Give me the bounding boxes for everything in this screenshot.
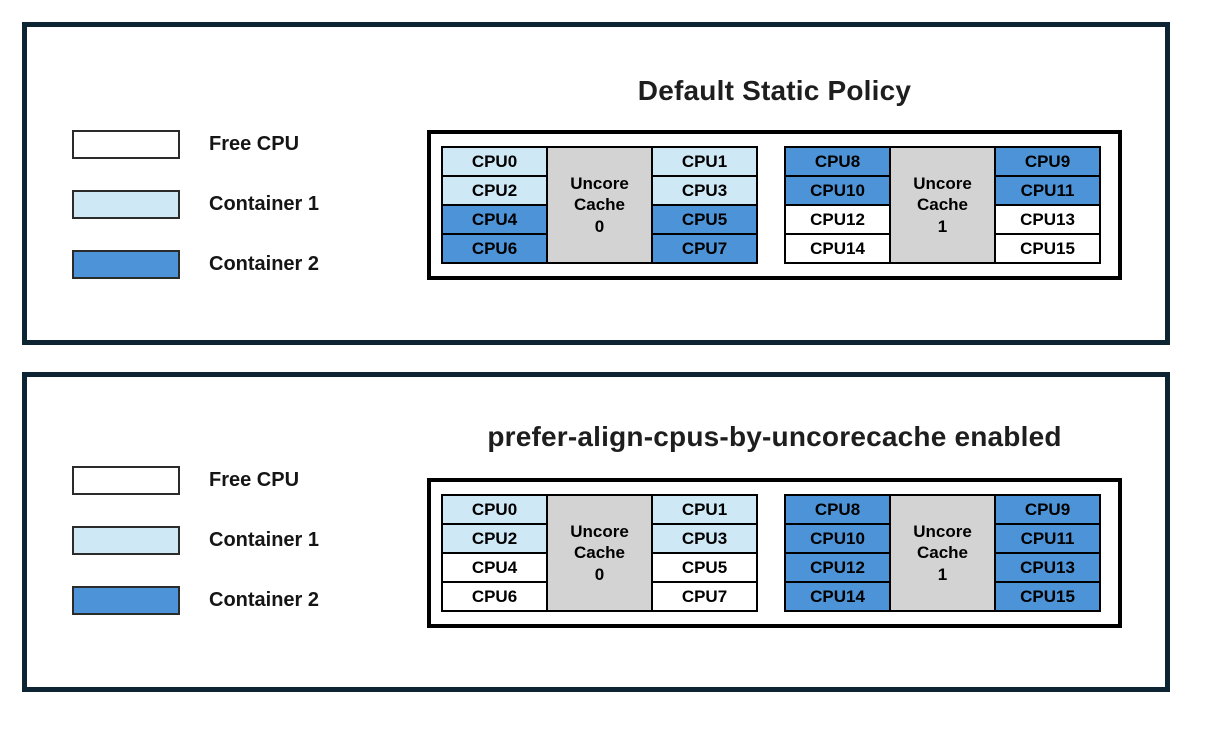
cache-line: Uncore bbox=[570, 174, 629, 194]
figure-title-default-static-policy: Default Static Policy bbox=[637, 75, 912, 106]
cpu-cell-cpu4: CPU4 bbox=[441, 552, 548, 583]
cpu-cell-cpu10: CPU10 bbox=[784, 175, 891, 206]
uncore-cache-0-box: Uncore Cache 0 bbox=[546, 146, 653, 264]
cpu-cell-cpu11: CPU11 bbox=[994, 523, 1101, 554]
cpu-cell-cpu5: CPU5 bbox=[651, 204, 758, 235]
cpu-cell-cpu2: CPU2 bbox=[441, 175, 548, 206]
cpu-cell-cpu2: CPU2 bbox=[441, 523, 548, 554]
cache-line: 1 bbox=[937, 216, 948, 236]
cpu-cell-cpu9: CPU9 bbox=[994, 146, 1101, 177]
panel-default-static-policy: Free CPU Container 1 Container 2 Default… bbox=[22, 22, 1170, 345]
cpu-cell-cpu15: CPU15 bbox=[994, 581, 1101, 612]
cpu-cell-cpu0: CPU0 bbox=[441, 146, 548, 177]
cpu-cell-cpu0: CPU0 bbox=[441, 494, 548, 525]
cpu-cell-cpu13: CPU13 bbox=[994, 552, 1101, 583]
cpu-cell-cpu15: CPU15 bbox=[994, 233, 1101, 264]
legend-row-container-1: Container 1 bbox=[72, 190, 319, 219]
cpu-cell-cpu6: CPU6 bbox=[441, 233, 548, 264]
cpu-cell-cpu7: CPU7 bbox=[651, 233, 758, 264]
legend: Free CPU Container 1 Container 2 bbox=[72, 130, 319, 279]
container-2-swatch bbox=[72, 586, 180, 615]
cpu-cell-cpu14: CPU14 bbox=[784, 233, 891, 264]
uncore-cache-0-box: Uncore Cache 0 bbox=[546, 494, 653, 612]
cache-line: Cache bbox=[573, 195, 626, 215]
legend-label-container-2: Container 2 bbox=[209, 253, 320, 275]
cache-line: Uncore bbox=[913, 174, 972, 194]
container-1-swatch bbox=[72, 526, 180, 555]
figure-title-prefer-align: prefer-align-cpus-by-uncorecache enabled bbox=[487, 421, 1062, 452]
legend-row-container-2: Container 2 bbox=[72, 586, 319, 615]
panel-prefer-align-uncorecache: Free CPU Container 1 Container 2 prefer-… bbox=[22, 372, 1170, 692]
cache-line: Uncore bbox=[913, 522, 972, 542]
cache-line: 1 bbox=[937, 564, 948, 584]
cpu-cell-cpu1: CPU1 bbox=[651, 494, 758, 525]
container-1-swatch bbox=[72, 190, 180, 219]
uncore-cache-1-box: Uncore Cache 1 bbox=[889, 494, 996, 612]
legend-label-free-cpu: Free CPU bbox=[209, 133, 300, 155]
cpu-cell-cpu14: CPU14 bbox=[784, 581, 891, 612]
cpu-cell-cpu11: CPU11 bbox=[994, 175, 1101, 206]
legend-label-container-1: Container 1 bbox=[209, 193, 320, 215]
cache-line: Cache bbox=[573, 543, 626, 563]
cpu-cell-cpu3: CPU3 bbox=[651, 175, 758, 206]
cache-line: Uncore bbox=[570, 522, 629, 542]
cpu-cell-cpu7: CPU7 bbox=[651, 581, 758, 612]
cache-line: Cache bbox=[916, 195, 969, 215]
legend: Free CPU Container 1 Container 2 bbox=[72, 466, 319, 615]
uncore-cache-1-box: Uncore Cache 1 bbox=[889, 146, 996, 264]
cpu-cell-cpu5: CPU5 bbox=[651, 552, 758, 583]
legend-row-free-cpu: Free CPU bbox=[72, 130, 319, 159]
cpu-cell-cpu8: CPU8 bbox=[784, 146, 891, 177]
cpu-cell-cpu6: CPU6 bbox=[441, 581, 548, 612]
free-cpu-swatch bbox=[72, 466, 180, 495]
cpu-cell-cpu1: CPU1 bbox=[651, 146, 758, 177]
legend-label-free-cpu: Free CPU bbox=[209, 469, 300, 491]
cpu-cell-cpu13: CPU13 bbox=[994, 204, 1101, 235]
container-2-swatch bbox=[72, 250, 180, 279]
legend-row-container-1: Container 1 bbox=[72, 526, 319, 555]
cpu-cell-cpu8: CPU8 bbox=[784, 494, 891, 525]
cpu-cell-cpu12: CPU12 bbox=[784, 204, 891, 235]
cpu-cell-cpu4: CPU4 bbox=[441, 204, 548, 235]
cpu-cell-cpu10: CPU10 bbox=[784, 523, 891, 554]
cache-line: Cache bbox=[916, 543, 969, 563]
free-cpu-swatch bbox=[72, 130, 180, 159]
legend-label-container-1: Container 1 bbox=[209, 529, 320, 551]
legend-row-container-2: Container 2 bbox=[72, 250, 319, 279]
cpu-cell-cpu12: CPU12 bbox=[784, 552, 891, 583]
legend-label-container-2: Container 2 bbox=[209, 589, 320, 611]
cpu-cell-cpu9: CPU9 bbox=[994, 494, 1101, 525]
cpu-cell-cpu3: CPU3 bbox=[651, 523, 758, 554]
legend-row-free-cpu: Free CPU bbox=[72, 466, 319, 495]
cache-line: 0 bbox=[594, 564, 605, 584]
cache-line: 0 bbox=[594, 216, 605, 236]
